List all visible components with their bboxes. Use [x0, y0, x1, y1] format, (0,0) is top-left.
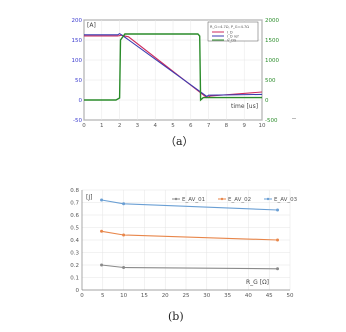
chart-a-x-label: time [us]	[231, 103, 258, 110]
caption-a: （a）	[165, 135, 194, 148]
chart-a-x-tick: 3	[136, 123, 140, 129]
chart-b-point	[276, 267, 280, 271]
chart-a-y-left-tick: -50	[73, 118, 82, 124]
chart-b-x-tick: 5	[101, 293, 105, 299]
chart-a-x-tick: 1	[100, 123, 104, 129]
chart-a-x-tick: 0	[82, 123, 86, 129]
chart-a-y-right-tick: 1000	[265, 58, 279, 64]
chart-b-x-label: R_G [Ω]	[246, 279, 269, 286]
chart-b-legend-label: E_AV_02	[228, 197, 251, 203]
chart-b-y-tick: 0.5	[70, 226, 79, 232]
chart-b-y-tick: 0.7	[70, 201, 79, 207]
chart-a-legend-label: I_D	[227, 30, 233, 34]
chart-a-y-left-tick: 50	[75, 78, 82, 84]
chart-a-y-right-tick: 1500	[265, 38, 279, 44]
chart-b-point	[100, 198, 104, 202]
chart-a-legend-label: V_DS	[227, 38, 237, 42]
chart-b-legend-marker	[174, 197, 178, 201]
chart-b-x-tick: 35	[224, 293, 231, 299]
chart-b-x-tick: 30	[203, 293, 210, 299]
chart-a-y-left-tick: 0	[79, 98, 83, 104]
chart-b-y-tick: 0.1	[70, 276, 79, 282]
chart-b-point	[122, 233, 126, 237]
caption-b: (b)	[168, 310, 184, 323]
chart-a-x-tick: 2	[118, 123, 122, 129]
chart-b-point	[276, 238, 280, 242]
chart-a-x-tick: 4	[153, 123, 157, 129]
chart-b-y-tick: 0.8	[70, 188, 79, 194]
chart-a-y-left-label: [A]	[87, 22, 96, 29]
chart-b-legend-label: E_AV_03	[274, 197, 298, 203]
chart-b-point	[122, 266, 126, 269]
chart-b-point	[100, 229, 104, 233]
chart-b-y-label: [J]	[86, 194, 92, 201]
chart-a-y-right-tick: -500	[265, 118, 278, 124]
chart-a-y-left-tick: 150	[72, 38, 83, 44]
chart-a-y-left-tick: 200	[72, 18, 83, 24]
chart-b-x-tick: 20	[162, 293, 169, 299]
chart-a-y-right-tick: 500	[265, 78, 276, 84]
chart-b-x-tick: 10	[120, 293, 127, 299]
chart-b-point	[276, 208, 280, 212]
chart-a-legend-label: I_D ref	[227, 34, 239, 38]
chart-b-series-e-av-01	[101, 264, 278, 270]
chart-b-x-tick: 50	[287, 293, 294, 299]
chart-a-x-tick: 6	[189, 123, 193, 129]
chart-b-legend-label: E_AV_01	[182, 197, 205, 203]
chart-a-x-tick: 8	[225, 123, 229, 129]
chart-b-x-tick: 40	[245, 293, 252, 299]
chart-b-x-tick: 45	[266, 293, 273, 299]
chart-a-y-right-tick: 2000	[265, 18, 279, 24]
chart-a-series-v-ds	[84, 33, 262, 102]
chart-b-y-tick: 0	[76, 288, 80, 294]
chart-b-x-tick: 25	[183, 293, 190, 299]
chart-a-x-tick: 5	[171, 123, 175, 129]
chart-b-legend: E_AV_01 E_AV_02 E_AV_03	[172, 197, 298, 203]
chart-a-x-tick: 9	[242, 123, 246, 129]
chart-b-point	[100, 263, 104, 267]
chart-a-y-left-tick: 100	[72, 58, 83, 64]
chart-b-y-tick: 0.6	[70, 213, 79, 219]
chart-b-series-e-av-02	[101, 230, 278, 241]
chart-b-y-tick: 0.4	[70, 238, 79, 244]
chart-b-x-tick: 15	[141, 293, 148, 299]
chart-b-x-tick: 0	[80, 293, 84, 299]
chart-a-x-tick: 10	[259, 123, 266, 129]
chart-a-x-tick: 7	[207, 123, 211, 129]
chart-b-y-tick: 0.2	[70, 263, 79, 269]
chart-b-y-tick: 0.3	[70, 251, 79, 257]
chart-a-series-i-d	[84, 34, 263, 99]
chart-a-legend-header: R_G=4.7Ω, P_G=4.7Ω	[210, 25, 249, 29]
chart-b-legend-marker	[220, 197, 224, 201]
chart-b: 0 5 10 15 20 25 30 35 40 45 50 0 0.1 0.2 0.3 0.4 0.5 0.6 0…	[70, 188, 297, 299]
chart-b-point	[122, 202, 126, 206]
chart-b-legend-marker	[266, 197, 270, 201]
chart-a-y-right-tick: 0	[265, 98, 269, 104]
chart-a-corner-mark	[292, 118, 296, 119]
